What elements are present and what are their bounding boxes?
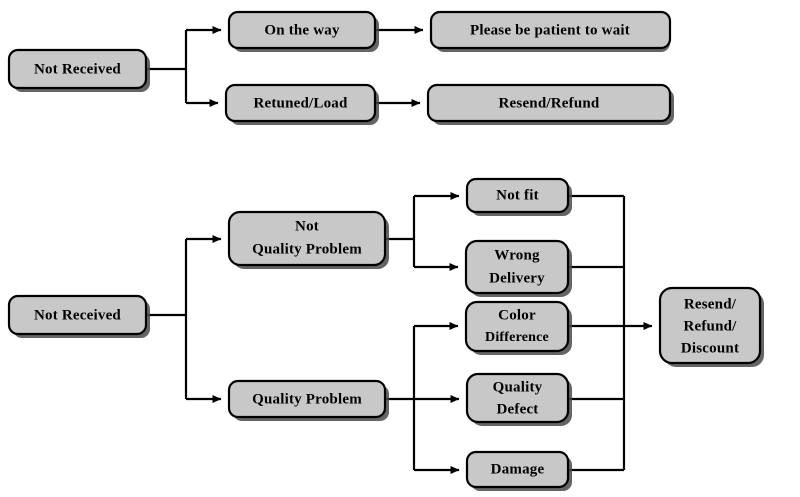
node-label-line2: Difference xyxy=(485,330,549,345)
node-body[interactable] xyxy=(7,294,148,336)
node-body[interactable] xyxy=(227,210,387,267)
node-label-line2: Defect xyxy=(497,401,539,417)
node-label: Please be patient to wait xyxy=(470,22,630,38)
node-body[interactable] xyxy=(658,286,762,365)
node-label: Damage xyxy=(491,461,545,477)
node-quality-defect[interactable]: Quality Defect xyxy=(465,372,572,426)
connectors-bottom-flow xyxy=(146,192,653,474)
node-body[interactable] xyxy=(465,450,570,489)
node-color-difference[interactable]: Color Difference xyxy=(464,300,572,355)
node-on-the-way[interactable]: On the way xyxy=(227,10,379,52)
node-wrong-delivery[interactable]: Wrong Delivery xyxy=(464,239,572,297)
node-not-fit[interactable]: Not fit xyxy=(465,177,572,216)
node-body[interactable] xyxy=(227,10,377,50)
node-body[interactable] xyxy=(464,239,570,295)
node-label-line2: Refund/ xyxy=(683,318,737,334)
node-body[interactable] xyxy=(465,372,570,424)
node-label: Not Received xyxy=(34,61,121,77)
node-label-line1: Wrong xyxy=(494,247,540,263)
node-label-line1: Resend/ xyxy=(684,296,737,312)
node-body[interactable] xyxy=(7,48,148,90)
node-label: On the way xyxy=(264,22,340,38)
node-label-line1: Quality xyxy=(493,379,543,395)
node-body[interactable] xyxy=(426,83,672,123)
node-label: Quality Problem xyxy=(252,391,362,407)
nodes-top-flow: Not Received On the way Retuned/Load Ple… xyxy=(7,10,674,125)
node-label-line2: Delivery xyxy=(489,270,545,286)
node-not-quality-problem[interactable]: Not Quality Problem xyxy=(227,210,389,269)
node-please-be-patient-to-wait[interactable]: Please be patient to wait xyxy=(429,10,672,52)
node-label: Not Received xyxy=(34,307,121,323)
node-label: Not fit xyxy=(496,187,539,203)
node-body[interactable] xyxy=(464,300,570,353)
node-not-received-top[interactable]: Not Received xyxy=(7,48,150,92)
node-label-line3: Discount xyxy=(681,340,739,356)
node-retuned-load[interactable]: Retuned/Load xyxy=(224,83,379,125)
node-body[interactable] xyxy=(465,177,570,214)
nodes-bottom-flow: Not Received Not Quality Problem Quality… xyxy=(7,177,764,491)
node-label-line1: Not xyxy=(295,218,319,234)
node-body[interactable] xyxy=(227,379,387,419)
node-label: Retuned/Load xyxy=(253,95,348,111)
node-damage[interactable]: Damage xyxy=(465,450,572,491)
node-body[interactable] xyxy=(429,10,672,50)
connectors-top-flow xyxy=(146,26,424,107)
node-resend-refund[interactable]: Resend/Refund xyxy=(426,83,674,125)
node-label: Resend/Refund xyxy=(499,95,600,111)
node-body[interactable] xyxy=(224,83,377,123)
node-resend-refund-discount[interactable]: Resend/ Refund/ Discount xyxy=(658,286,764,367)
node-quality-problem[interactable]: Quality Problem xyxy=(227,379,389,421)
node-not-received-bottom[interactable]: Not Received xyxy=(7,294,150,338)
node-label-line2: Quality Problem xyxy=(252,241,362,257)
node-label-line1: Color xyxy=(498,307,536,323)
